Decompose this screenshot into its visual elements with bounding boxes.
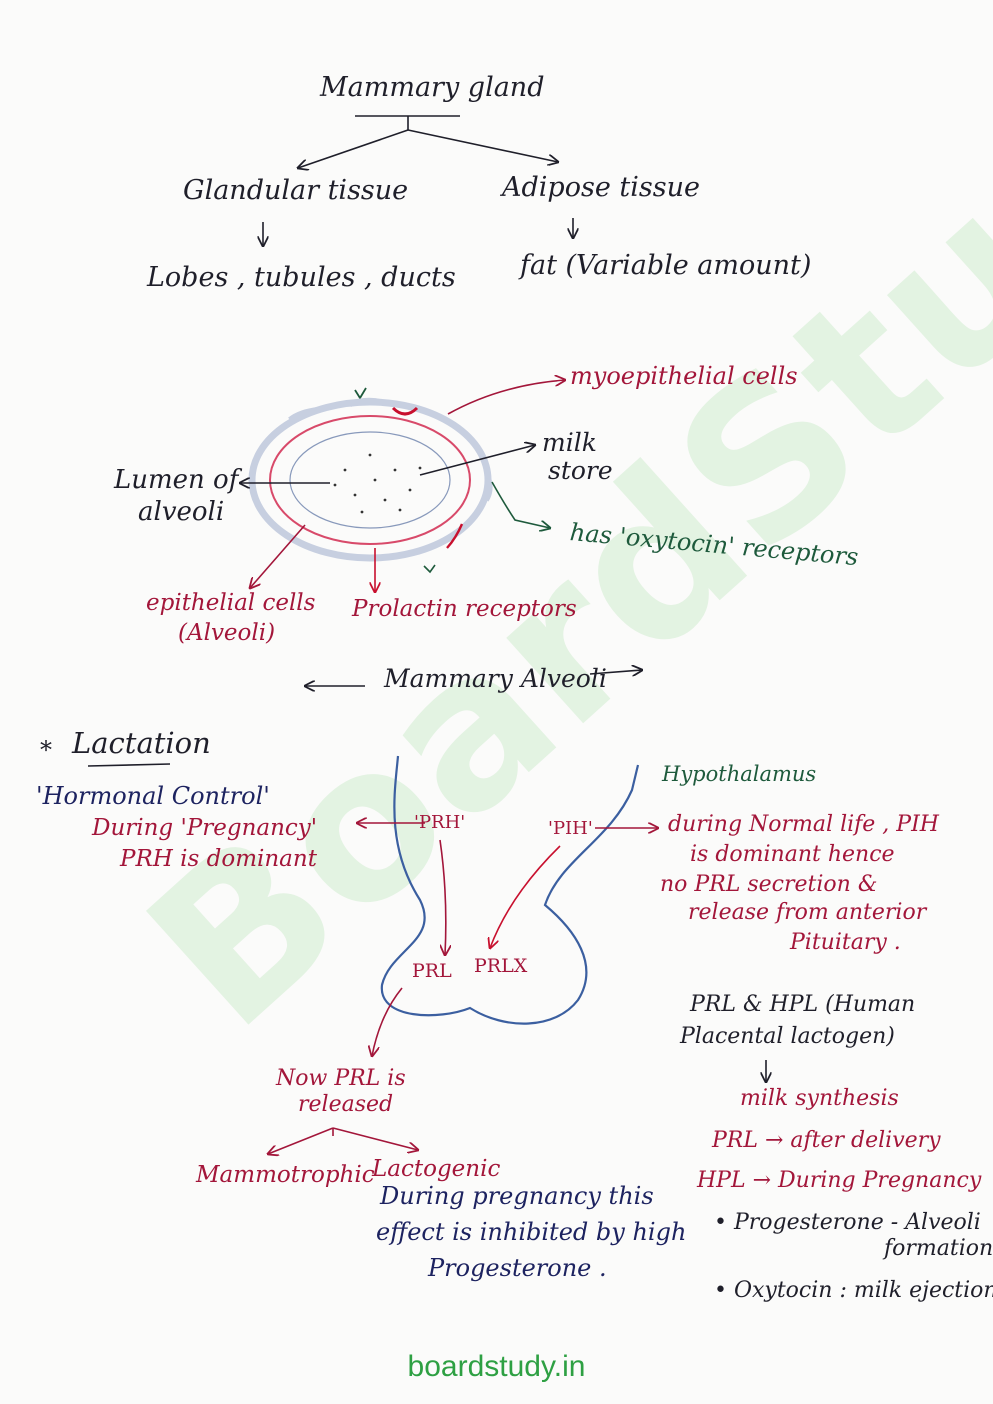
fat-label: fat (Variable amount) <box>520 250 812 281</box>
epithelial-cells-label: epithelial cells <box>146 590 316 616</box>
alveolus-diagram <box>248 387 493 574</box>
tree-lines <box>263 115 573 246</box>
now-prl-released-line1: Now PRL is <box>276 1066 406 1091</box>
pih-note-line5: Pituitary . <box>790 930 901 955</box>
prl-after-delivery: PRL → after delivery <box>712 1128 941 1153</box>
milk-synthesis-label: milk synthesis <box>740 1086 899 1111</box>
pregnancy-note-line2: effect is inhibited by high <box>376 1218 687 1246</box>
milk-store-label-2: store <box>548 456 613 485</box>
prl-label: PRL <box>412 960 452 982</box>
oxytocin-bullet: • Oxytocin : milk ejection . <box>714 1278 993 1303</box>
lactation-heading: Lactation <box>72 726 211 760</box>
prl-hpl-line1: PRL & HPL (Human <box>690 992 916 1017</box>
pih-note-line2: is dominant hence <box>690 842 895 867</box>
progesterone-bullet-cont: formation <box>884 1236 993 1261</box>
during-pregnancy-label: During 'Pregnancy' <box>92 815 318 841</box>
hypothalamus-label: Hypothalamus <box>662 762 817 786</box>
prolactin-receptors-label: Prolactin receptors <box>352 596 577 622</box>
glandular-tissue-label: Glandular tissue <box>183 175 409 206</box>
pituitary-outline <box>380 755 640 1025</box>
hormonal-control-label: 'Hormonal Control' <box>36 782 270 810</box>
milk-store-label: milk <box>542 428 597 457</box>
pih-note-line3: no PRL secretion & <box>660 872 878 897</box>
footer-site-link[interactable]: boardstudy.in <box>407 1350 586 1383</box>
prl-hpl-line2: Placental lactogen) <box>680 1024 895 1049</box>
pregnancy-note-line3: Progesterone . <box>428 1254 607 1282</box>
pih-label: 'PIH' <box>548 818 593 839</box>
myoepithelial-cells-label: myoepithelial cells <box>570 362 798 390</box>
prh-label: 'PRH' <box>414 812 466 833</box>
mammotrophic-label: Mammotrophic <box>196 1162 375 1188</box>
now-prl-released-line2: released <box>298 1092 394 1117</box>
prlx-label: PRLX <box>474 955 528 977</box>
star-bullet: * <box>40 736 52 764</box>
pregnancy-note-line1: During pregnancy this <box>380 1182 654 1210</box>
epithelial-cells-label-2: (Alveoli) <box>178 620 276 646</box>
lactogenic-label: Lactogenic <box>372 1156 501 1182</box>
adipose-tissue-label: Adipose tissue <box>502 172 700 203</box>
prh-dominant-label: PRH is dominant <box>120 846 317 872</box>
lumen-of-alveoli-label: Lumen of <box>114 465 239 495</box>
lobes-tubules-ducts-label: Lobes , tubules , ducts <box>147 262 456 293</box>
hpl-during-pregnancy: HPL → During Pregnancy <box>697 1168 982 1193</box>
mammary-gland-title: Mammary gland <box>320 72 545 103</box>
pih-note-line4: release from anterior <box>688 900 927 925</box>
lumen-of-alveoli-label-2: alveoli <box>138 497 225 527</box>
pih-note-line1: during Normal life , PIH <box>668 812 939 837</box>
progesterone-bullet: • Progesterone - Alveoli <box>714 1210 981 1235</box>
mammary-alveoli-caption: Mammary Alveoli <box>384 664 607 693</box>
